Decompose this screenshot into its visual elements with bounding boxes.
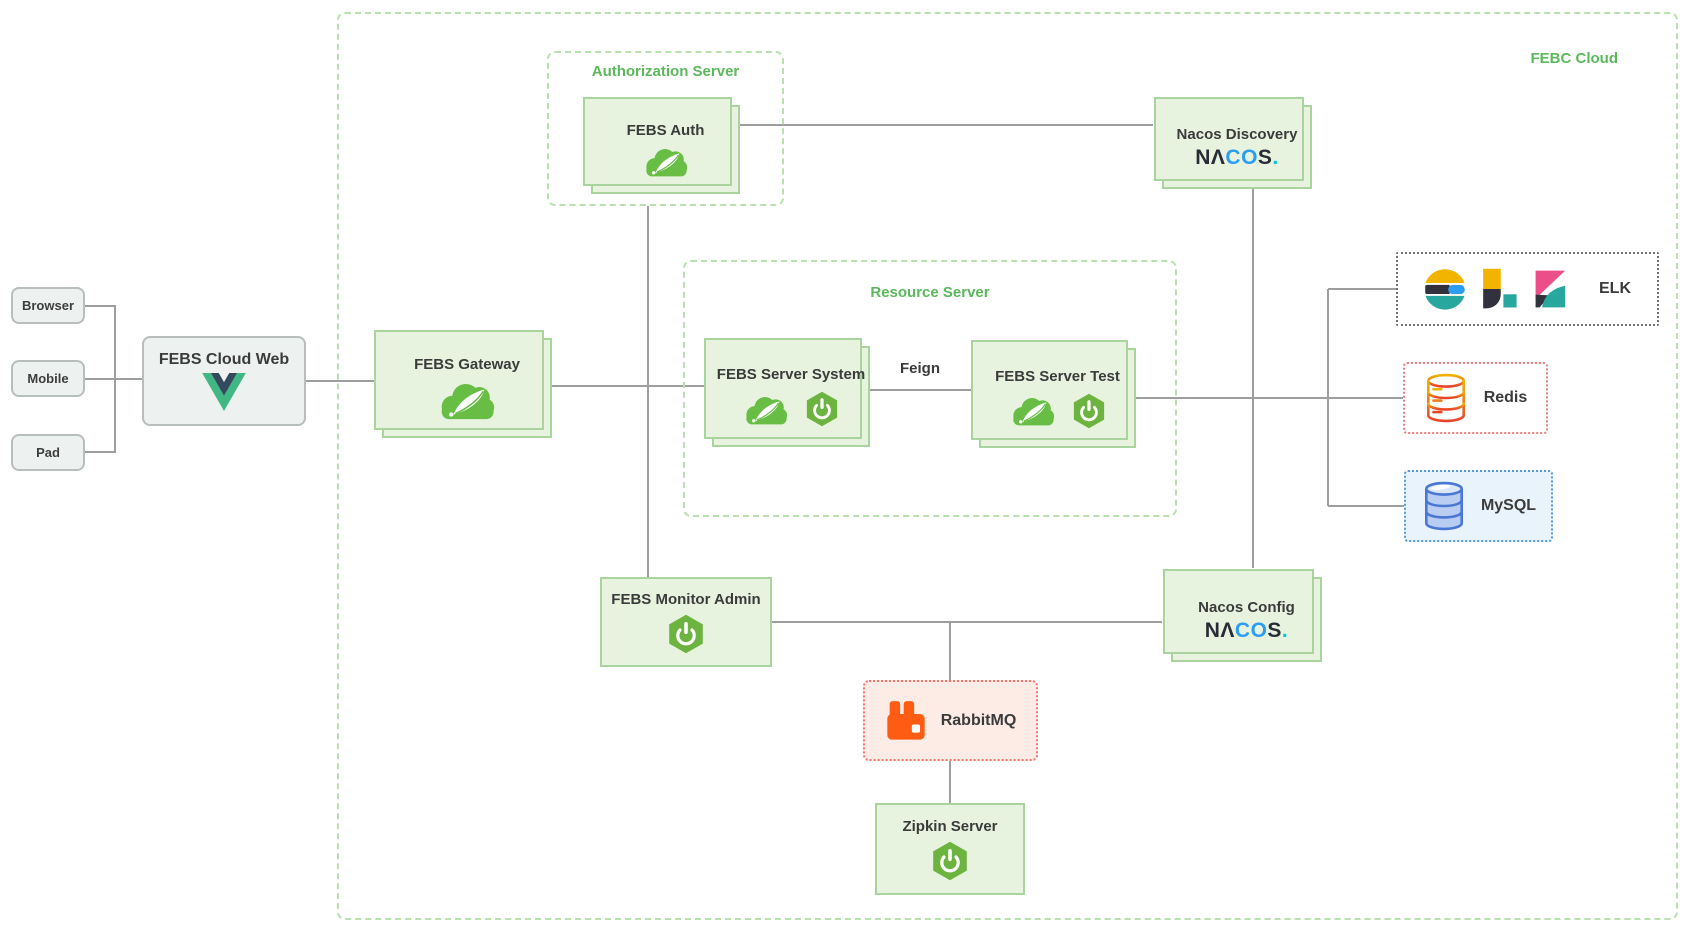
febs-server-test-node: FEBS Server Test — [971, 340, 1136, 448]
elasticsearch-icon — [1422, 266, 1468, 312]
febs-auth-node: FEBS Auth — [583, 97, 740, 194]
febc-cloud-group: FEBC Cloud — [337, 12, 1678, 920]
kibana-icon — [1530, 266, 1570, 312]
febs-auth-label: FEBS Auth — [626, 121, 705, 139]
logstash-icon — [1477, 266, 1521, 312]
zipkin-server-node: Zipkin Server — [875, 803, 1025, 895]
vue-icon — [202, 373, 246, 411]
spring-cloud-icon — [436, 379, 498, 421]
febs-server-system-label: FEBS Server System — [716, 366, 866, 383]
feign-label: Feign — [900, 360, 940, 377]
mysql-node: MySQL — [1404, 470, 1553, 542]
nacos-logo: NΛCOS. — [1204, 618, 1289, 642]
client-pad-label: Pad — [36, 445, 60, 460]
client-pad: Pad — [11, 434, 85, 471]
nacos-discovery-node: Nacos Discovery NΛCOS. — [1154, 97, 1312, 189]
client-mobile-label: Mobile — [27, 371, 69, 386]
rabbitmq-icon — [885, 700, 927, 742]
nacos-config-node: Nacos Config NΛCOS. — [1163, 569, 1322, 662]
authorization-server-label: Authorization Server — [591, 63, 740, 80]
febs-monitor-admin-node: FEBS Monitor Admin — [600, 577, 772, 667]
rabbitmq-label: RabbitMQ — [940, 711, 1017, 729]
febs-gateway-label: FEBS Gateway — [414, 355, 520, 373]
spring-cloud-icon — [1009, 394, 1057, 427]
nacos-logo: NΛCOS. — [1195, 146, 1279, 169]
spring-boot-icon — [1071, 393, 1107, 429]
client-browser-label: Browser — [21, 298, 75, 313]
febs-cloud-web-label: FEBS Cloud Web — [158, 351, 290, 368]
client-browser: Browser — [11, 287, 85, 324]
febs-cloud-web-node: FEBS Cloud Web — [142, 336, 306, 426]
client-mobile: Mobile — [11, 360, 85, 397]
rabbitmq-node: RabbitMQ — [863, 680, 1038, 761]
redis-label: Redis — [1483, 389, 1528, 406]
febs-gateway-node: FEBS Gateway — [374, 330, 552, 438]
mysql-icon — [1421, 481, 1467, 531]
resource-server-label: Resource Server — [870, 284, 990, 301]
spring-cloud-icon — [642, 145, 690, 178]
elk-node: ELK — [1396, 252, 1659, 326]
spring-boot-icon — [930, 841, 970, 881]
redis-icon — [1424, 373, 1468, 423]
spring-boot-icon — [666, 614, 706, 654]
mysql-label: MySQL — [1480, 497, 1537, 514]
nacos-discovery-label: Nacos Discovery — [1176, 126, 1298, 143]
spring-boot-icon — [804, 391, 840, 427]
spring-cloud-icon — [742, 393, 790, 426]
authorization-server-group: Authorization Server — [547, 51, 784, 206]
nacos-config-label: Nacos Config — [1198, 598, 1295, 616]
redis-node: Redis — [1403, 362, 1548, 434]
febc-cloud-label: FEBC Cloud — [1530, 50, 1619, 67]
febs-monitor-admin-label: FEBS Monitor Admin — [611, 590, 761, 608]
resource-server-group: Resource Server — [683, 260, 1177, 517]
febs-server-test-label: FEBS Server Test — [995, 367, 1120, 385]
zipkin-server-label: Zipkin Server — [902, 817, 998, 835]
febs-server-system-node: FEBS Server System — [704, 338, 870, 447]
elk-label: ELK — [1599, 280, 1631, 297]
